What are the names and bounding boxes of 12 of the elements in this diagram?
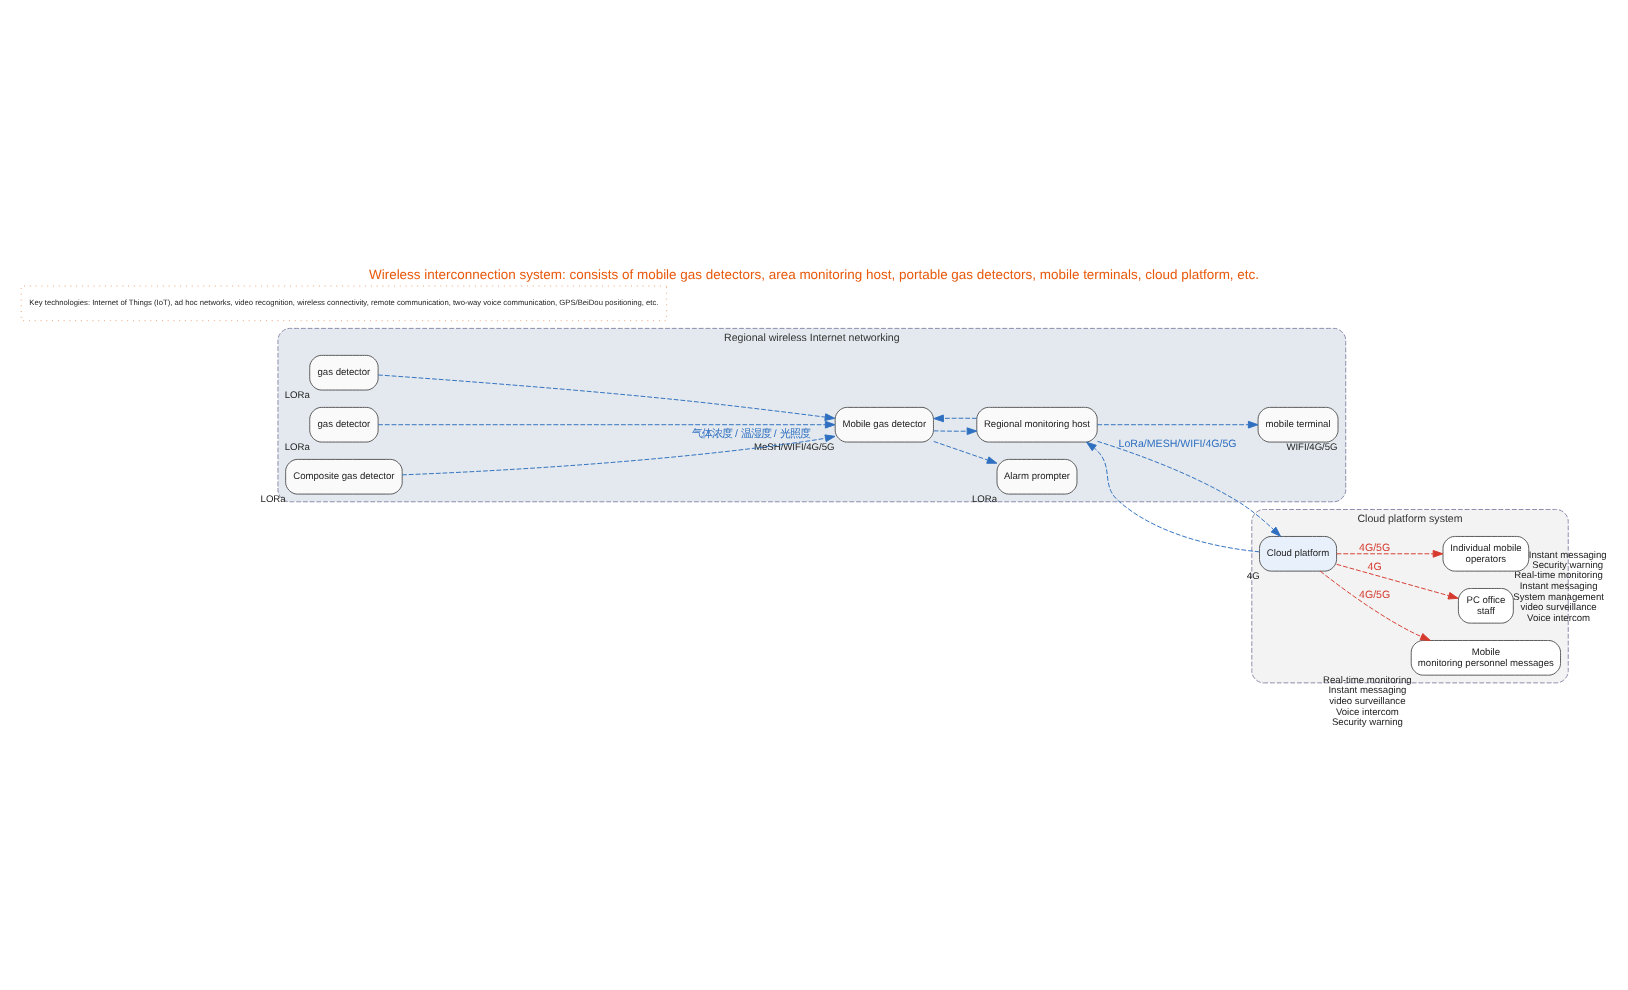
arrow [377, 419, 836, 428]
arrow [1086, 440, 1260, 552]
arrow [401, 433, 836, 475]
arrow [1097, 439, 1281, 536]
arrow [933, 413, 978, 422]
arrow [1096, 419, 1259, 428]
arrow [377, 373, 836, 420]
arrow [1336, 548, 1444, 557]
arrow [933, 439, 998, 463]
arrow [1336, 562, 1459, 599]
arrow [1319, 569, 1431, 640]
arrow [933, 426, 978, 435]
